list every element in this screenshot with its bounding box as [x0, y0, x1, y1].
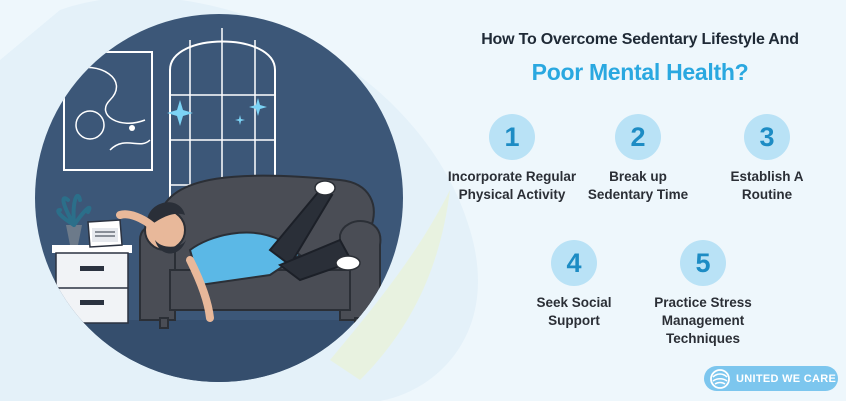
- brand-badge[interactable]: UNITED WE CARE: [704, 366, 838, 391]
- step-number: 2: [630, 121, 646, 152]
- step-2: 2 Break up Sedentary Time: [568, 114, 708, 204]
- step-number-circle: 5: [680, 240, 726, 286]
- step-number: 4: [566, 247, 582, 278]
- step-number: 5: [695, 247, 711, 278]
- globe-swirl-icon: [710, 368, 730, 389]
- step-label: Seek Social Support: [536, 295, 612, 328]
- step-number-circle: 4: [551, 240, 597, 286]
- title-line-2: Poor Mental Health?: [531, 59, 749, 85]
- title-line-1: How To Overcome Sedentary Lifestyle And: [481, 31, 799, 48]
- wall-art: [63, 51, 153, 171]
- step-number-circle: 1: [489, 114, 535, 160]
- plant: [56, 193, 92, 245]
- step-label: Establish A Routine: [730, 169, 804, 202]
- step-label: Practice Stress Management Techniques: [654, 295, 752, 346]
- laptop: [87, 219, 123, 248]
- man-lying: [116, 180, 361, 322]
- step-number-circle: 2: [615, 114, 661, 160]
- step-3: 3 Establish A Routine: [697, 114, 837, 204]
- side-table: [52, 245, 132, 324]
- step-1: 1 Incorporate Regular Physical Activity: [442, 114, 582, 204]
- step-label: Incorporate Regular Physical Activity: [447, 169, 577, 202]
- step-number-circle: 3: [744, 114, 790, 160]
- step-label: Break up Sedentary Time: [587, 169, 689, 202]
- step-number: 1: [504, 121, 520, 152]
- step-number: 3: [759, 121, 775, 152]
- step-5: 5 Practice Stress Management Techniques: [633, 240, 773, 348]
- brand-name: UNITED WE CARE: [736, 372, 837, 385]
- step-4: 4 Seek Social Support: [504, 240, 644, 330]
